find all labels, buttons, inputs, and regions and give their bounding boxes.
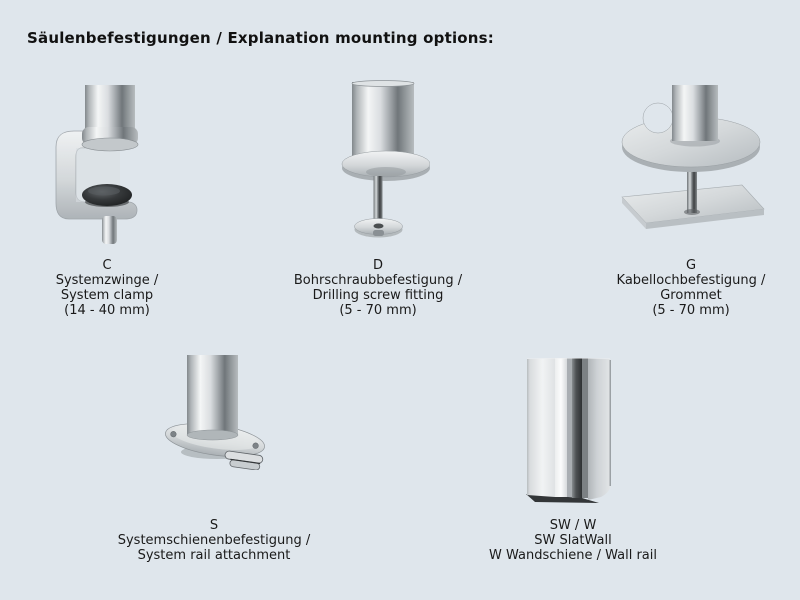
caption-line: (14 - 40 mm): [64, 303, 150, 318]
caption-line: W Wandschiene / Wall rail: [489, 548, 657, 563]
caption-line: Systemzwinge /: [55, 273, 159, 288]
system-rail-attachment-figure: [163, 355, 270, 470]
drilling-screw-fitting-figure: [340, 80, 430, 238]
system-clamp-caption: C Systemzwinge / System clamp (14 - 40 m…: [0, 258, 217, 318]
caption-line: System rail attachment: [137, 548, 291, 563]
grommet-fixing-figure: [618, 85, 768, 241]
caption-code: S: [209, 518, 219, 533]
system-rail-attachment-image: [165, 355, 265, 470]
slatwall-wall-rail-caption: SW / W SW SlatWall W Wandschiene / Wall …: [443, 518, 703, 563]
caption-code: C: [102, 258, 112, 273]
drilling-screw-fitting-image: [341, 80, 430, 238]
caption-code: SW / W: [549, 518, 597, 533]
caption-code: G: [685, 258, 697, 273]
caption-line: Systemschienenbefestigung /: [117, 533, 311, 548]
page-title: Säulenbefestigungen / Explanation mounti…: [27, 29, 495, 47]
caption-line: Kabellochbefestigung /: [616, 273, 766, 288]
slatwall-wall-rail-image: [526, 358, 611, 503]
caption-line: Bohrschraubbefestigung /: [293, 273, 463, 288]
grommet-fixing-image: [621, 85, 765, 229]
caption-code: D: [372, 258, 383, 273]
caption-line: (5 - 70 mm): [652, 303, 730, 318]
system-clamp-figure: [54, 85, 140, 247]
slatwall-wall-rail-figure: [525, 356, 613, 506]
grommet-fixing-caption: G Kabellochbefestigung / Grommet (5 - 70…: [581, 258, 800, 318]
caption-line: (5 - 70 mm): [339, 303, 417, 318]
system-clamp-image: [55, 85, 139, 244]
system-rail-attachment-caption: S Systemschienenbefestigung / System rai…: [84, 518, 344, 563]
caption-line: Grommet: [660, 288, 722, 303]
caption-line: Drilling screw fitting: [312, 288, 444, 303]
caption-line: System clamp: [60, 288, 154, 303]
drilling-screw-fitting-caption: D Bohrschraubbefestigung / Drilling scre…: [268, 258, 488, 318]
caption-line: SW SlatWall: [534, 533, 612, 548]
